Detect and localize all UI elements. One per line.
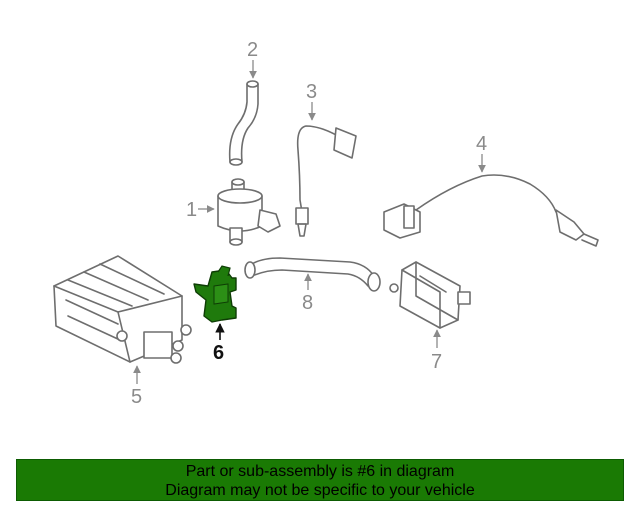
part-4-oxygen-sensor[interactable] — [383, 174, 599, 247]
callout-4: 4 — [476, 133, 487, 155]
callout-8: 8 — [302, 292, 313, 314]
part-5-charcoal-canister[interactable] — [53, 255, 192, 364]
callout-1: 1 — [186, 199, 197, 221]
part-6-highlighted-valve[interactable] — [193, 265, 237, 323]
callout-2: 2 — [247, 39, 258, 61]
parts-diagram: 2 3 4 1 5 6 7 8 — [53, 39, 599, 408]
part-3-oxygen-sensor[interactable] — [295, 125, 357, 237]
part-7-leak-detection-module[interactable] — [389, 261, 471, 329]
banner-line-part-number: Part or sub-assembly is #6 in diagram — [185, 463, 455, 480]
callout-3: 3 — [306, 81, 317, 103]
callout-6: 6 — [213, 342, 224, 364]
info-banner: Part or sub-assembly is #6 in diagram Di… — [16, 459, 624, 501]
part-1-purge-valve[interactable] — [217, 178, 281, 246]
callout-5: 5 — [131, 386, 142, 408]
part-8-vapor-hose[interactable] — [244, 257, 381, 292]
banner-line-disclaimer: Diagram may not be specific to your vehi… — [165, 482, 475, 499]
callout-7: 7 — [431, 351, 442, 373]
part-2-vacuum-hose[interactable] — [228, 80, 259, 166]
